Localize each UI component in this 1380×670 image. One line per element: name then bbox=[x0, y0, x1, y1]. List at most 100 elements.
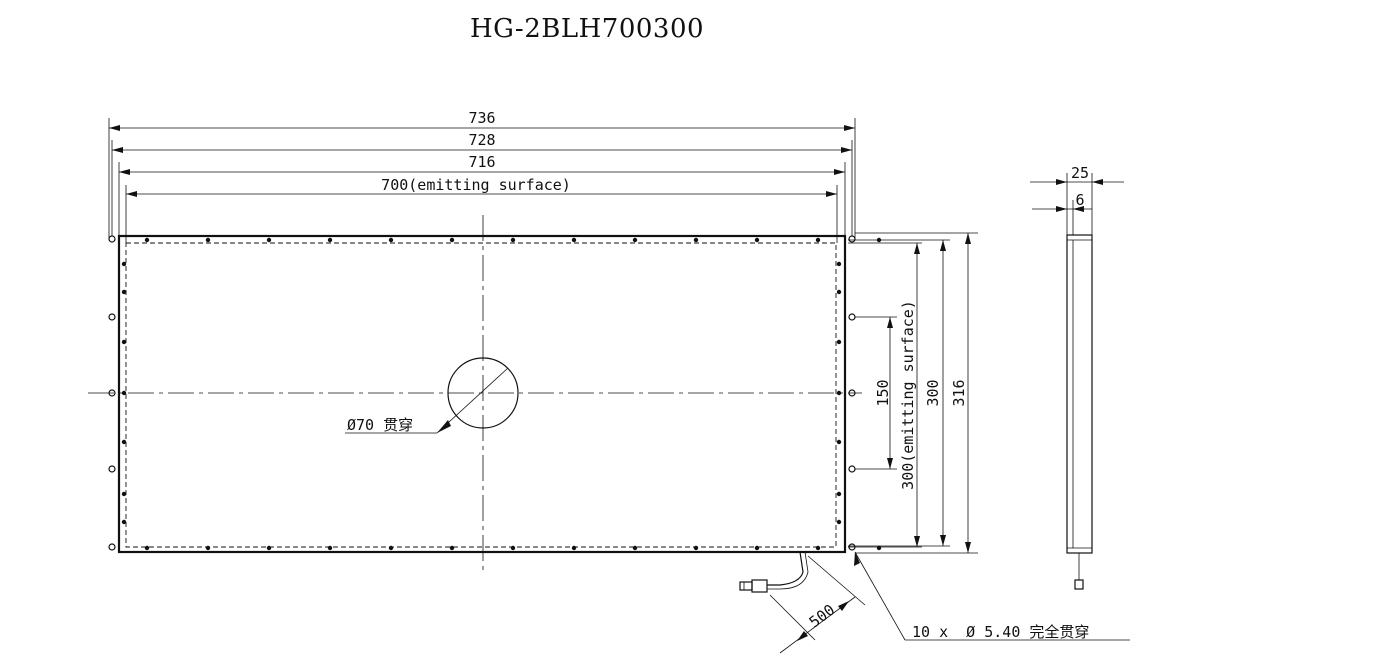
frame-screw bbox=[632, 237, 638, 243]
dim-736: 736 bbox=[468, 109, 495, 127]
dim-arrow bbox=[119, 169, 130, 175]
dim-arrow bbox=[940, 240, 946, 251]
leader-arrow bbox=[854, 552, 860, 566]
dim-arrow bbox=[112, 147, 123, 153]
dim-300-emitting: 300(emitting surface) bbox=[899, 300, 917, 490]
cable-wire-2 bbox=[767, 551, 809, 590]
frame-screw bbox=[266, 237, 272, 243]
frame-screw bbox=[836, 390, 842, 396]
dim-arrow bbox=[1073, 206, 1084, 212]
frame-screw bbox=[266, 545, 272, 551]
dim-arrow bbox=[914, 243, 920, 254]
vertical-dimensions: 150 300(emitting surface) 300 316 bbox=[848, 232, 978, 554]
frame-screw bbox=[388, 545, 394, 551]
frame-screw bbox=[121, 519, 127, 525]
panel-outline bbox=[117, 234, 847, 554]
dim-arrow bbox=[841, 147, 852, 153]
horizontal-dimensions: 736 728 716 700(emitting surface) bbox=[108, 109, 856, 243]
frame-screw bbox=[836, 261, 842, 267]
frame-screw bbox=[836, 339, 842, 345]
dim-arrow bbox=[965, 233, 971, 244]
dim-arrow bbox=[940, 535, 946, 546]
dim-arrow bbox=[838, 601, 849, 611]
frame-screw bbox=[693, 545, 699, 551]
mounting-hole bbox=[108, 465, 116, 473]
dim-arrow bbox=[965, 542, 971, 553]
frame-screw bbox=[121, 390, 127, 396]
dim-arrow bbox=[834, 169, 845, 175]
frame-screw bbox=[121, 439, 127, 445]
frame-screw bbox=[754, 545, 760, 551]
frame-screw bbox=[144, 545, 150, 551]
frame-screw bbox=[693, 237, 699, 243]
side-profile bbox=[1066, 234, 1093, 554]
dim-25: 25 bbox=[1071, 164, 1089, 182]
frame-screw bbox=[510, 545, 516, 551]
frame-screw bbox=[327, 545, 333, 551]
frame-screw bbox=[121, 339, 127, 345]
dim-arrow bbox=[109, 125, 120, 131]
frame-screw bbox=[449, 237, 455, 243]
frame-screw bbox=[205, 237, 211, 243]
mounting-hole bbox=[848, 389, 856, 397]
connector-icon bbox=[751, 579, 768, 593]
dim-150: 150 bbox=[874, 379, 892, 406]
cable-wire bbox=[767, 551, 804, 586]
frame-screw bbox=[876, 545, 882, 551]
frame-screw bbox=[449, 545, 455, 551]
dim-700-emitting: 700(emitting surface) bbox=[381, 176, 571, 194]
dim-300: 300 bbox=[924, 379, 942, 406]
mounting-hole bbox=[848, 465, 856, 473]
dim-arrow bbox=[887, 458, 893, 469]
mount-hole-callout: 10 x Ø 5.40 完全贯穿 bbox=[854, 551, 1130, 641]
center-hole-leader-arrow bbox=[437, 420, 451, 433]
front-view: Ø70 贯穿 bbox=[88, 215, 882, 593]
frame-screw bbox=[388, 237, 394, 243]
mounting-hole bbox=[848, 235, 856, 243]
frame-screw bbox=[510, 237, 516, 243]
frame-screw bbox=[121, 261, 127, 267]
frame-screw bbox=[836, 491, 842, 497]
dim-arrow bbox=[126, 191, 137, 197]
dim-arrow bbox=[844, 125, 855, 131]
drawing-title: HG-2BLH700300 bbox=[470, 14, 705, 44]
center-hole-label: Ø70 贯穿 bbox=[347, 416, 413, 434]
mounting-hole bbox=[848, 313, 856, 321]
frame-screw bbox=[754, 237, 760, 243]
connector-plug bbox=[739, 581, 753, 591]
dim-500: 500 bbox=[806, 601, 838, 632]
frame-screw bbox=[836, 519, 842, 525]
cable bbox=[739, 551, 809, 593]
dim-728: 728 bbox=[468, 131, 495, 149]
frame-screw bbox=[632, 545, 638, 551]
dim-arrow bbox=[1092, 179, 1103, 185]
side-connector-icon bbox=[1074, 579, 1084, 590]
mounting-hole bbox=[108, 543, 116, 551]
emitting-surface-outline bbox=[125, 242, 837, 548]
dim-arrow bbox=[797, 631, 808, 641]
dim-arrow bbox=[914, 536, 920, 547]
center-hole bbox=[447, 357, 519, 429]
frame-screw bbox=[571, 237, 577, 243]
dim-316: 316 bbox=[950, 379, 968, 406]
frame-screw bbox=[836, 289, 842, 295]
frame-screw bbox=[205, 545, 211, 551]
mounting-hole bbox=[108, 313, 116, 321]
frame-screw bbox=[571, 545, 577, 551]
frame-screw bbox=[121, 289, 127, 295]
dim-arrow bbox=[1056, 206, 1067, 212]
frame-screw bbox=[121, 491, 127, 497]
cable-length-dimension: 500 bbox=[769, 555, 866, 654]
side-view: 25 6 bbox=[1030, 164, 1124, 590]
dim-arrow bbox=[1056, 179, 1067, 185]
frame-screw bbox=[836, 439, 842, 445]
mount-hole-label: 10 x Ø 5.40 完全贯穿 bbox=[912, 623, 1089, 641]
frame-screw bbox=[327, 237, 333, 243]
frame-screw bbox=[815, 545, 821, 551]
extension-line bbox=[807, 555, 866, 606]
frame-screw bbox=[144, 237, 150, 243]
frame-screws bbox=[121, 237, 882, 551]
frame-screw bbox=[815, 237, 821, 243]
leader-line bbox=[854, 551, 906, 641]
